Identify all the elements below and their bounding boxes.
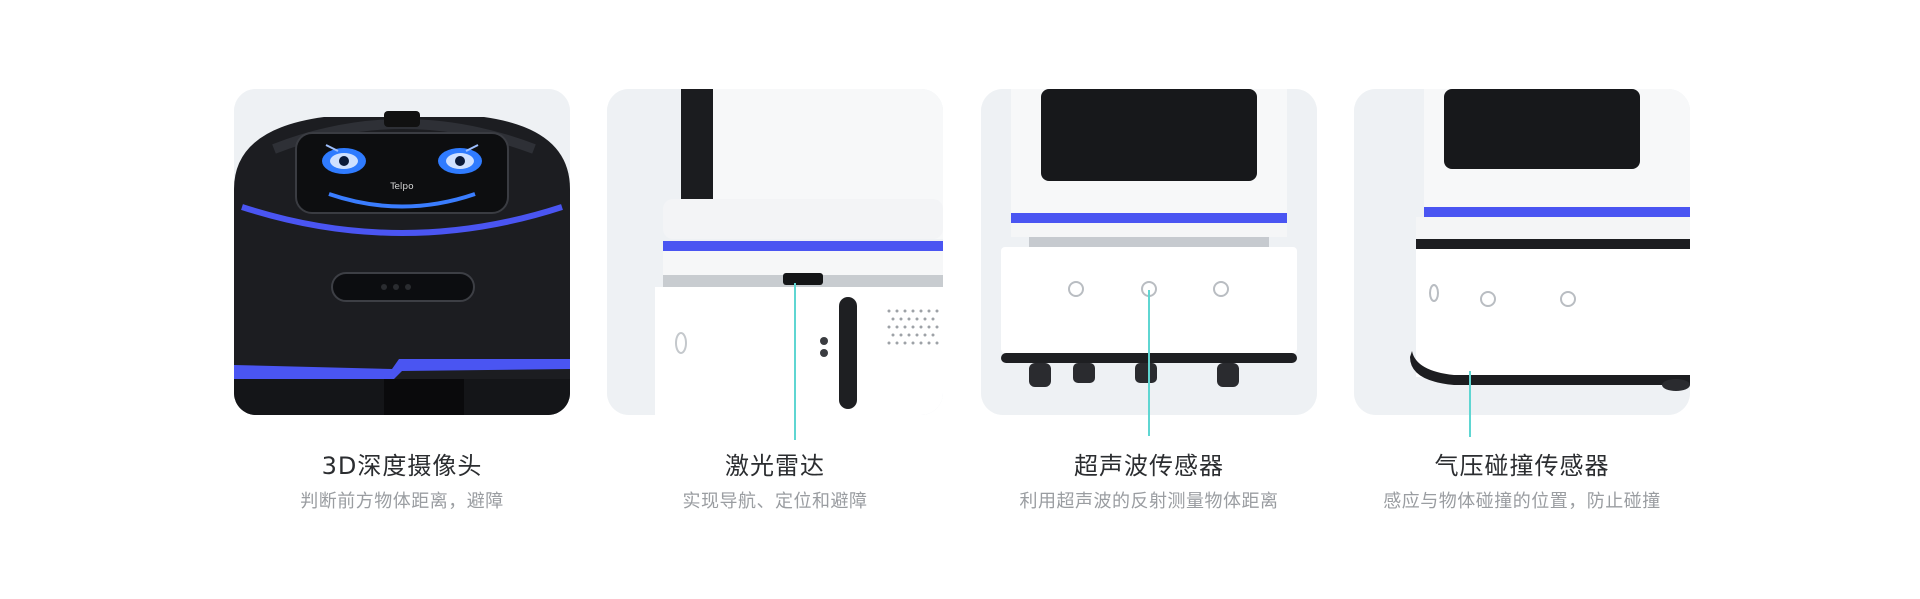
feature-desc-lidar: 实现导航、定位和避障 — [682, 491, 868, 512]
feature-card-depth-camera: Telpo — [234, 89, 570, 415]
feature-card-bumper — [1354, 89, 1690, 415]
robot-bumper-image — [1354, 89, 1690, 415]
bumper-leader-line — [1469, 371, 1471, 437]
feature-desc-bumper: 感应与物体碰撞的位置，防止碰撞 — [1383, 491, 1661, 512]
feature-title-lidar: 激光雷达 — [725, 452, 825, 480]
lidar-leader-line — [794, 283, 796, 440]
ultrasonic-leader-line — [1148, 290, 1150, 436]
telpo-logo-text: Telpo — [389, 182, 414, 192]
feature-title-bumper: 气压碰撞传感器 — [1434, 452, 1610, 480]
feature-desc-depth-camera: 判断前方物体距离，避障 — [300, 491, 504, 512]
feature-title-depth-camera: 3D深度摄像头 — [321, 452, 483, 480]
feature-card-lidar — [607, 89, 943, 415]
feature-title-ultrasonic: 超声波传感器 — [1074, 452, 1224, 480]
robot-lidar-image — [607, 89, 943, 415]
robot-head-camera-image: Telpo — [234, 89, 570, 415]
feature-desc-ultrasonic: 利用超声波的反射测量物体距离 — [1019, 491, 1279, 512]
